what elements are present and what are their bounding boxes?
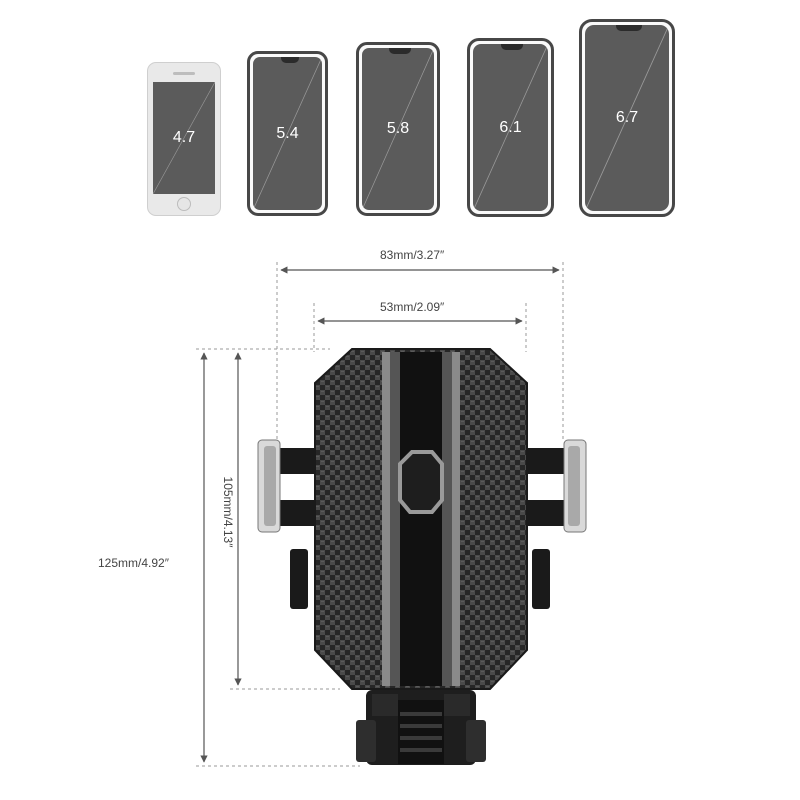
phone-screen: 4.7 <box>153 82 215 194</box>
phone-6-7: 6.7 <box>579 19 675 217</box>
release-button-icon <box>398 450 444 514</box>
dimension-arrows <box>200 266 560 763</box>
outer-width-label: 83mm/3.27″ <box>380 248 445 262</box>
phone-6-1: 6.1 <box>467 38 554 217</box>
notch <box>616 25 642 31</box>
screen-size-label: 6.7 <box>615 109 639 126</box>
notch <box>501 44 523 50</box>
screen-size-label: 4.7 <box>172 129 196 146</box>
holder-body <box>314 348 528 690</box>
phone-4-7: 4.7 <box>147 62 221 216</box>
phone-screen: 5.4 <box>253 57 322 210</box>
home-button-icon <box>177 197 191 211</box>
phone-5-4: 5.4 <box>247 51 328 216</box>
phone-5-8: 5.8 <box>356 42 440 216</box>
speaker-icon <box>173 72 195 75</box>
screen-size-label: 5.8 <box>386 120 410 137</box>
inner-width-label: 53mm/2.09″ <box>380 300 445 314</box>
screen-size-label: 6.1 <box>499 118 522 136</box>
guide-lines <box>196 262 564 767</box>
phone-screen: 5.8 <box>362 48 434 210</box>
notch <box>389 48 411 54</box>
phone-screen: 6.7 <box>585 25 669 211</box>
right-arm <box>518 439 587 609</box>
screen-size-label: 5.4 <box>276 124 299 142</box>
holder-base <box>356 690 486 765</box>
notch <box>281 57 299 63</box>
total-height-label: 125mm/4.92″ <box>98 556 169 570</box>
inner-height-label: 105mm/4.13″ <box>221 476 235 548</box>
phone-screen: 6.1 <box>473 44 548 211</box>
